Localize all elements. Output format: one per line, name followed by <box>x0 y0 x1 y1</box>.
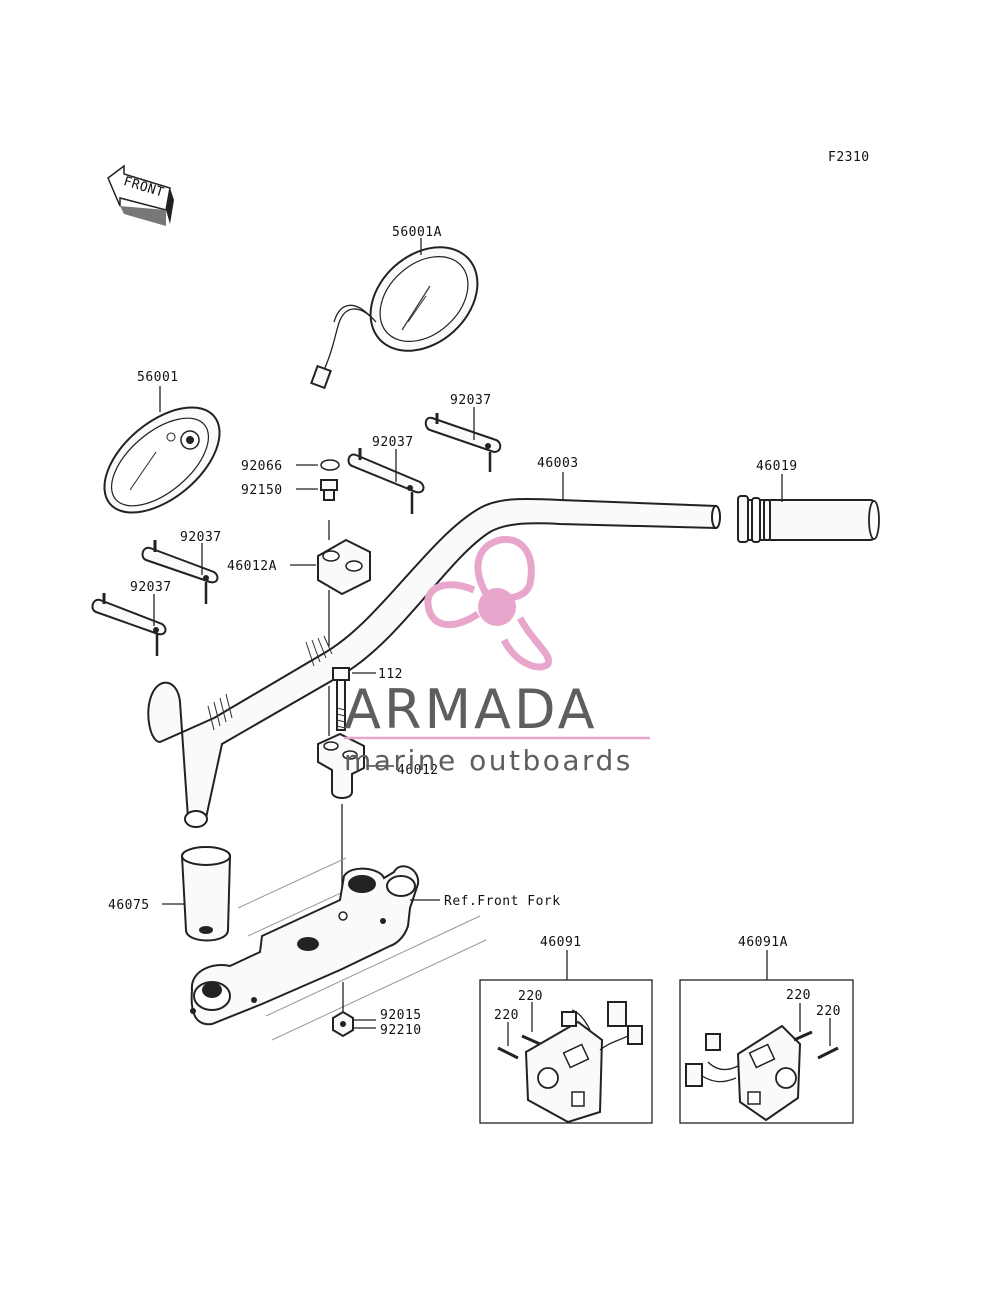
handlebar-46003 <box>147 497 721 828</box>
figure-code: F2310 <box>828 150 870 165</box>
label-92037-a: 92037 <box>450 393 492 408</box>
screw-220-a <box>497 1034 541 1060</box>
throttle-grip-46019 <box>737 495 880 543</box>
label-112: 112 <box>378 667 403 682</box>
watermark-logo: ARMADA marine outboards <box>344 535 650 777</box>
left-grip-46075 <box>180 846 232 942</box>
mirror-left <box>103 406 221 514</box>
label-56001: 56001 <box>137 370 179 385</box>
label-46012a: 46012A <box>227 559 277 574</box>
holder-46012a <box>317 538 371 596</box>
label-220-a: 220 <box>518 989 543 1004</box>
switch-housing-right <box>685 1024 802 1122</box>
label-220-b: 220 <box>494 1008 519 1023</box>
propeller-icon <box>424 535 552 671</box>
label-56001a: 56001A <box>392 225 442 240</box>
clamp-92037-d <box>91 593 167 656</box>
label-46012: 46012 <box>397 763 439 778</box>
label-92037-d: 92037 <box>130 580 172 595</box>
clamp-92037-b <box>347 448 425 514</box>
label-220-c: 220 <box>786 988 811 1003</box>
label-92037-c: 92037 <box>180 530 222 545</box>
switch-left-box <box>479 979 653 1124</box>
bolt-112 <box>332 667 350 731</box>
label-92037-b: 92037 <box>372 435 414 450</box>
fork-bracket <box>190 857 487 1041</box>
holder-46012 <box>317 732 365 799</box>
label-46091: 46091 <box>540 935 582 950</box>
label-92015: 92015 <box>380 1008 422 1023</box>
mirror-right <box>310 246 479 390</box>
label-92066: 92066 <box>241 459 283 474</box>
label-fork-ref: Ref.Front Fork <box>444 894 561 909</box>
watermark-brand: ARMADA <box>344 678 598 741</box>
label-220-d: 220 <box>816 1004 841 1019</box>
watermark-tagline: marine outboards <box>344 744 633 777</box>
screw-220-b <box>793 1030 839 1060</box>
label-46075: 46075 <box>108 898 150 913</box>
bolt-92150 <box>320 479 338 501</box>
ring-92066 <box>320 459 340 471</box>
clamp-92037-c <box>141 540 219 604</box>
label-46019: 46019 <box>756 459 798 474</box>
label-92210: 92210 <box>380 1023 422 1038</box>
front-arrow-icon: FRONT <box>107 164 174 226</box>
label-46091a: 46091A <box>738 935 788 950</box>
clamp-92037-a <box>424 413 502 472</box>
switch-housing-left <box>524 1001 643 1124</box>
label-46003: 46003 <box>537 456 579 471</box>
propeller-hub <box>478 588 516 626</box>
label-92150: 92150 <box>241 483 283 498</box>
